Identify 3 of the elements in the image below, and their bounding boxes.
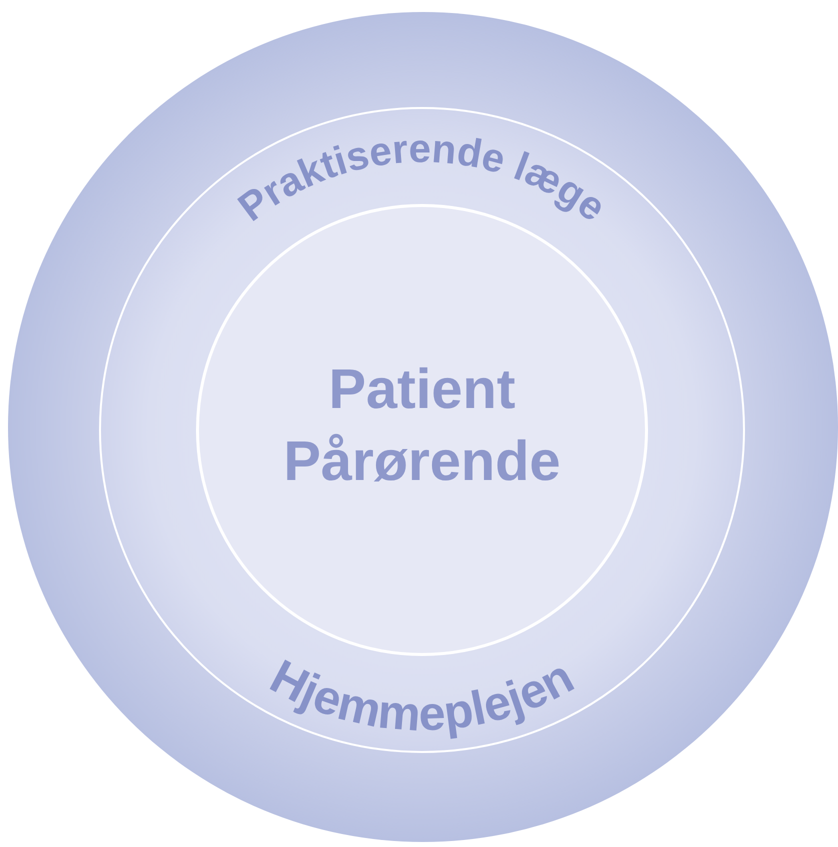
- circle-label: Pårørende: [282, 428, 562, 494]
- curved-label: Hjemmeplejen: [262, 650, 582, 742]
- circle-label: Patient: [328, 356, 516, 422]
